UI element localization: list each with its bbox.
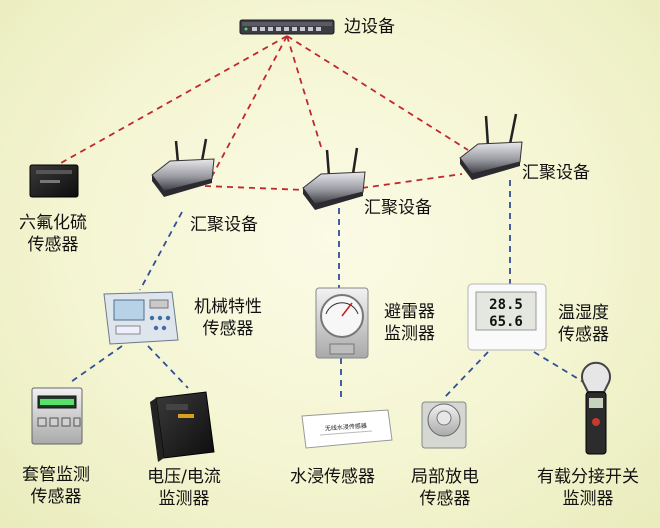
- sf6-sensor-label: 六氟化硫 传感器: [10, 212, 96, 256]
- arrester-label-line2: 监测器: [384, 324, 435, 344]
- bushing-label-line2: 传感器: [30, 487, 82, 507]
- sf6-label-line2: 传感器: [27, 235, 79, 255]
- agg-left-label: 汇聚设备: [190, 215, 258, 235]
- partial-discharge-sensor-icon: [421, 401, 467, 449]
- water-label: 水浸传感器: [290, 467, 375, 487]
- link-mech-bushing: [67, 345, 123, 385]
- voltage-current-unit-icon: [150, 391, 215, 462]
- humidity-reading-2: 65.6: [489, 314, 523, 330]
- humidity-label: 温湿度 传感器: [558, 302, 609, 346]
- bushing-label-line1: 套管监测: [22, 465, 90, 485]
- humidity-label-line1: 温湿度: [558, 303, 609, 323]
- link-agg-left-mech: [139, 211, 183, 291]
- bushing-label: 套管监测 传感器: [8, 464, 104, 508]
- water-sensor-icon: 无线水浸传感器: [301, 409, 393, 449]
- vc-label-line2: 监测器: [158, 489, 210, 509]
- link-humidity-pd: [443, 351, 489, 399]
- edge-device-label: 边设备: [344, 17, 395, 37]
- arrester-label: 避雷器 监测器: [384, 301, 435, 345]
- network-switch-icon: [239, 19, 335, 35]
- link-edge-agg-left: [209, 35, 288, 181]
- humidity-display-icon: 28.5 65.6: [467, 283, 547, 351]
- pd-label: 局部放电 传感器: [402, 466, 488, 510]
- clamp-meter-icon: [581, 361, 611, 455]
- sf6-sensor-box-icon: [29, 164, 79, 198]
- oltc-label-line1: 有载分接开关: [537, 467, 639, 487]
- link-edge-sf6: [51, 35, 288, 169]
- humidity-reading-1: 28.5: [489, 297, 523, 313]
- wireless-router-icon: [459, 113, 523, 180]
- wireless-router-icon: [151, 138, 215, 197]
- pd-label-line1: 局部放电: [411, 467, 479, 487]
- mechanical-tester-icon: [103, 291, 179, 345]
- wireless-router-icon: [302, 147, 366, 210]
- arrester-label-line1: 避雷器: [384, 302, 435, 322]
- agg-mid-label: 汇聚设备: [364, 198, 432, 218]
- mech-label-line2: 传感器: [202, 319, 254, 339]
- oltc-label-line2: 监测器: [562, 489, 614, 509]
- link-mech-vc: [147, 345, 189, 389]
- sf6-label-line1: 六氟化硫: [19, 213, 87, 233]
- arrester-meter-icon: [315, 287, 369, 359]
- vc-label-line1: 电压/电流: [147, 467, 221, 487]
- link-edge-agg-mid: [286, 35, 323, 151]
- water-sensor-plate-text: 无线水浸传感器: [325, 422, 367, 433]
- humidity-label-line2: 传感器: [558, 325, 609, 345]
- backbone-links: [51, 35, 469, 191]
- bushing-monitor-icon: [31, 387, 83, 445]
- pd-label-line2: 传感器: [419, 489, 471, 509]
- oltc-label: 有载分接开关 监测器: [526, 466, 650, 510]
- mech-sensor-label: 机械特性 传感器: [194, 296, 262, 340]
- vc-label: 电压/电流 监测器: [134, 466, 234, 510]
- agg-right-label: 汇聚设备: [522, 163, 590, 183]
- link-agg-mid-right: [361, 173, 463, 189]
- link-edge-agg-right: [286, 35, 469, 151]
- mech-label-line1: 机械特性: [194, 297, 262, 317]
- link-agg-left-mid: [204, 185, 306, 191]
- field-links: [67, 180, 591, 400]
